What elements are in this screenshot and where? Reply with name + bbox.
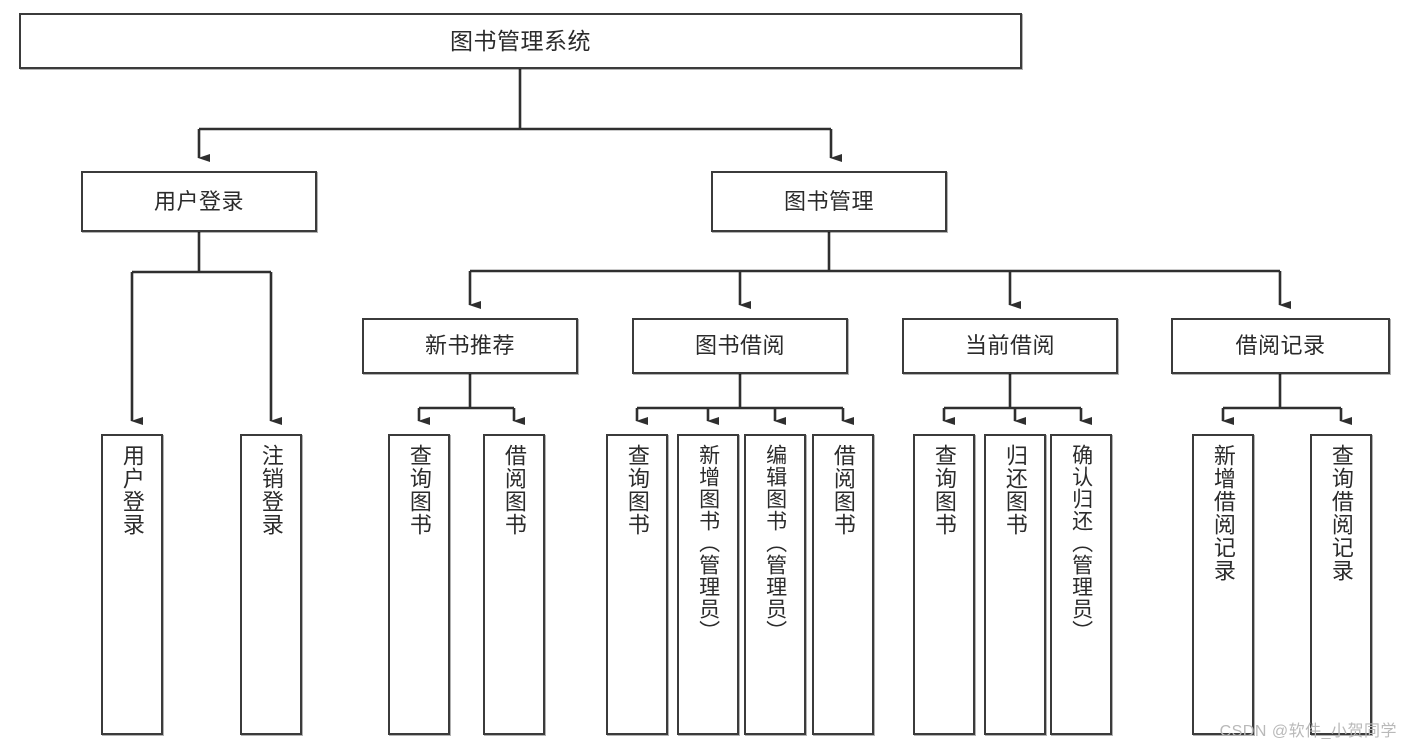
leaf-edit-book-admin[interactable]: 编辑图书（管理员） bbox=[744, 434, 806, 735]
node-current-borrow-label: 当前借阅 bbox=[964, 333, 1055, 359]
node-borrow-record[interactable]: 借阅记录 bbox=[1171, 318, 1390, 374]
node-user-login-label: 用户登录 bbox=[153, 188, 244, 214]
leaf-return-book-label: 归还图书 bbox=[1002, 444, 1028, 536]
leaf-confirm-return-admin-label: 确认归还（管理员） bbox=[1069, 444, 1093, 642]
leaf-borrow-book-recommend[interactable]: 借阅图书 bbox=[483, 434, 545, 735]
leaf-query-borrow-record[interactable]: 查询借阅记录 bbox=[1310, 434, 1372, 735]
leaf-borrow-book-recommend-label: 借阅图书 bbox=[501, 444, 527, 536]
node-current-borrow[interactable]: 当前借阅 bbox=[902, 318, 1118, 374]
node-new-book-recommend-label: 新书推荐 bbox=[424, 333, 515, 359]
leaf-user-login-label: 用户登录 bbox=[119, 444, 145, 536]
leaf-logout-label: 注销登录 bbox=[258, 444, 284, 536]
node-book-borrow[interactable]: 图书借阅 bbox=[632, 318, 848, 374]
node-user-login[interactable]: 用户登录 bbox=[81, 171, 317, 232]
leaf-borrow-book[interactable]: 借阅图书 bbox=[812, 434, 874, 735]
leaf-confirm-return-admin[interactable]: 确认归还（管理员） bbox=[1050, 434, 1112, 735]
leaf-query-book-borrow[interactable]: 查询图书 bbox=[606, 434, 668, 735]
leaf-query-book-borrow-label: 查询图书 bbox=[624, 444, 650, 536]
node-book-borrow-label: 图书借阅 bbox=[694, 333, 785, 359]
node-book-management[interactable]: 图书管理 bbox=[711, 171, 947, 232]
leaf-edit-book-admin-label: 编辑图书（管理员） bbox=[763, 444, 787, 642]
node-book-management-label: 图书管理 bbox=[783, 188, 874, 214]
watermark: CSDN @软件_小贺同学 bbox=[1219, 723, 1397, 740]
leaf-query-book-recommend-label: 查询图书 bbox=[406, 444, 432, 536]
leaf-add-borrow-record[interactable]: 新增借阅记录 bbox=[1192, 434, 1254, 735]
leaf-user-login[interactable]: 用户登录 bbox=[101, 434, 163, 735]
node-borrow-record-label: 借阅记录 bbox=[1235, 333, 1326, 359]
leaf-query-book-recommend[interactable]: 查询图书 bbox=[388, 434, 450, 735]
leaf-add-book-admin-label: 新增图书（管理员） bbox=[696, 444, 720, 642]
leaf-logout[interactable]: 注销登录 bbox=[240, 434, 302, 735]
leaf-borrow-book-label: 借阅图书 bbox=[830, 444, 856, 536]
leaf-query-borrow-record-label: 查询借阅记录 bbox=[1328, 444, 1354, 582]
node-new-book-recommend[interactable]: 新书推荐 bbox=[362, 318, 578, 374]
node-root[interactable]: 图书管理系统 bbox=[19, 13, 1022, 69]
leaf-add-borrow-record-label: 新增借阅记录 bbox=[1210, 444, 1236, 582]
node-root-label: 图书管理系统 bbox=[450, 27, 591, 54]
leaf-query-book-current[interactable]: 查询图书 bbox=[913, 434, 975, 735]
leaf-return-book[interactable]: 归还图书 bbox=[984, 434, 1046, 735]
leaf-query-book-current-label: 查询图书 bbox=[931, 444, 957, 536]
leaf-add-book-admin[interactable]: 新增图书（管理员） bbox=[677, 434, 739, 735]
